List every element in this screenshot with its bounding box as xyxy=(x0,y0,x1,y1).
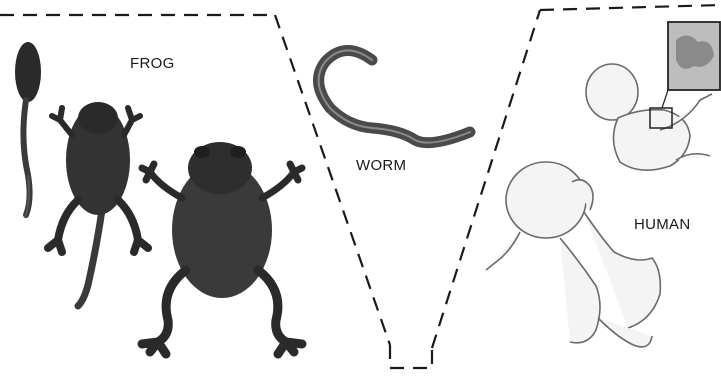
human-section-top-border xyxy=(540,5,721,10)
frog-label: FROG xyxy=(130,55,175,72)
adult-frog-icon xyxy=(142,142,302,354)
worm-label: WORM xyxy=(356,157,406,174)
human-label: HUMAN xyxy=(634,216,691,233)
baby-icon xyxy=(486,162,660,347)
tadpole-icon xyxy=(15,42,41,218)
funnel-bottom-edge xyxy=(390,345,432,368)
worm-icon xyxy=(319,50,470,142)
froglet-icon xyxy=(48,102,148,306)
